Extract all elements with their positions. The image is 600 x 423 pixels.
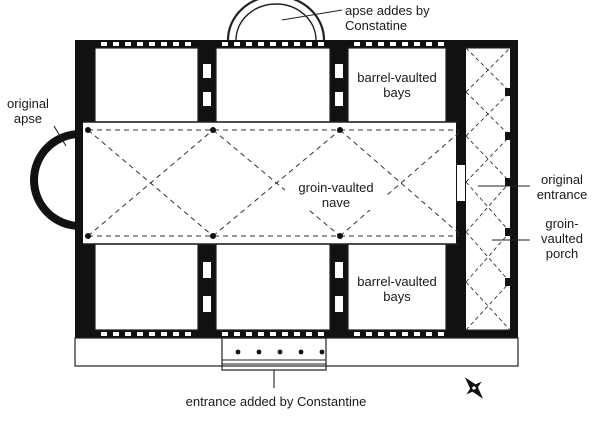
nave <box>83 121 465 245</box>
wall-window <box>246 332 252 336</box>
wall-window <box>270 42 276 46</box>
label-barrel-vaulted-bottom: barrel-vaulted bays <box>357 274 437 304</box>
wall-window <box>137 332 143 336</box>
wall-window <box>438 42 444 46</box>
nave-column <box>337 233 343 239</box>
wall-window <box>258 42 264 46</box>
wall-window <box>173 42 179 46</box>
wall-window <box>113 332 119 336</box>
porch-pier <box>505 88 515 96</box>
label-apse-added: apse addes by Constatine <box>345 3 430 33</box>
nave-column <box>85 233 91 239</box>
wall-window <box>318 332 324 336</box>
wall-window <box>390 332 396 336</box>
wall-window <box>161 42 167 46</box>
label-original-entrance: original entrance <box>536 172 588 202</box>
wall-window <box>234 42 240 46</box>
wall-window <box>402 332 408 336</box>
label-original-apse: original apse <box>7 96 49 126</box>
wall-window <box>366 332 372 336</box>
wall-window <box>185 42 191 46</box>
piers <box>83 48 458 330</box>
wall-window <box>414 332 420 336</box>
wall-window <box>149 332 155 336</box>
porch-pier <box>505 178 515 186</box>
label-barrel-vaulted-top: barrel-vaulted bays <box>357 70 437 100</box>
wall-window <box>354 42 360 46</box>
wall-window <box>426 42 432 46</box>
porch <box>465 47 515 331</box>
wall-window <box>426 332 432 336</box>
wall-window <box>390 42 396 46</box>
wall-window <box>125 332 131 336</box>
wall-window <box>378 42 384 46</box>
nave-column <box>337 127 343 133</box>
nave-column <box>210 127 216 133</box>
wall-window <box>270 332 276 336</box>
wall-window <box>366 42 372 46</box>
wall-window <box>222 42 228 46</box>
porch-pier <box>505 228 515 236</box>
wall-window <box>306 42 312 46</box>
wall-window <box>222 332 228 336</box>
wall-window <box>234 332 240 336</box>
wall-window <box>185 332 191 336</box>
label-entrance-added: entrance added by Constantine <box>185 394 367 409</box>
wall-window <box>438 332 444 336</box>
added-apse-top <box>226 0 326 41</box>
label-groin-vaulted-nave: groin-vaulted nave <box>285 180 387 210</box>
wall-window <box>294 332 300 336</box>
original-apse <box>30 130 80 230</box>
nave-column <box>210 233 216 239</box>
wall-window <box>258 332 264 336</box>
wall-window <box>402 42 408 46</box>
wall-window <box>149 42 155 46</box>
wall-notches <box>101 42 444 336</box>
nave-column <box>459 233 465 239</box>
porch-pier <box>505 278 515 286</box>
wall-window <box>246 42 252 46</box>
wall-window <box>137 42 143 46</box>
wall-window <box>306 332 312 336</box>
compass-rose-icon <box>465 377 483 399</box>
nave-column <box>459 127 465 133</box>
nave-column <box>85 127 91 133</box>
wall-window <box>378 332 384 336</box>
wall-window <box>161 332 167 336</box>
wall-window <box>318 42 324 46</box>
wall-window <box>101 332 107 336</box>
wall-window <box>125 42 131 46</box>
wall-window <box>113 42 119 46</box>
wall-window <box>282 332 288 336</box>
porch-pier <box>505 132 515 140</box>
wall-window <box>282 42 288 46</box>
wall-window <box>101 42 107 46</box>
wall-window <box>354 332 360 336</box>
wall-window <box>414 42 420 46</box>
leader-lines <box>53 9 530 388</box>
wall-window <box>173 332 179 336</box>
wall-window <box>294 42 300 46</box>
south-portico <box>74 337 519 371</box>
label-groin-vaulted-porch: groin- vaulted porch <box>541 216 583 261</box>
